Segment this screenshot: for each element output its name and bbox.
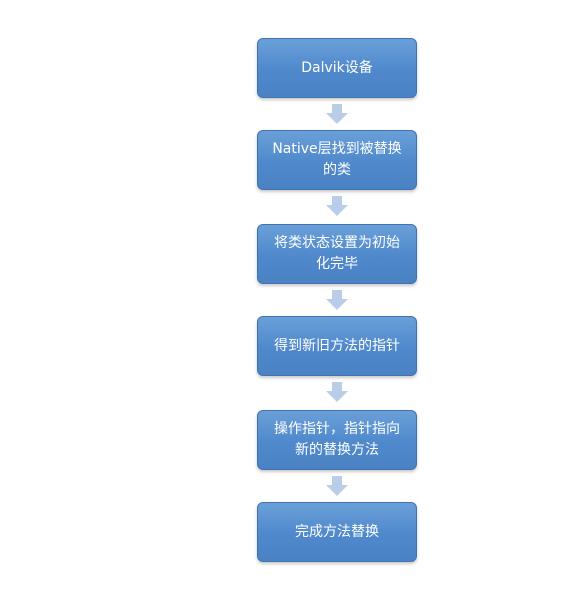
step-operate-pointers: 操作指针，指针指向新的替换方法: [257, 410, 417, 470]
step-label: 完成方法替换: [295, 523, 379, 540]
step-label: 操作指针，指针指向新的替换方法: [274, 421, 400, 458]
step-set-class-initialized: 将类状态设置为初始化完毕: [257, 224, 417, 284]
arrow-down-icon: [325, 382, 349, 402]
step-complete-replacement: 完成方法替换: [257, 502, 417, 562]
step-label: 得到新旧方法的指针: [274, 337, 400, 354]
step-label: Native层找到被替换的类: [272, 141, 402, 178]
step-label: Dalvik设备: [301, 59, 373, 76]
step-find-replaced-class: Native层找到被替换的类: [257, 130, 417, 190]
step-dalvik-device: Dalvik设备: [257, 38, 417, 98]
arrow-down-icon: [325, 290, 349, 310]
arrow-down-icon: [325, 104, 349, 124]
arrow-down-icon: [325, 476, 349, 496]
step-get-method-pointers: 得到新旧方法的指针: [257, 316, 417, 376]
arrow-down-icon: [325, 196, 349, 216]
step-label: 将类状态设置为初始化完毕: [274, 235, 400, 272]
